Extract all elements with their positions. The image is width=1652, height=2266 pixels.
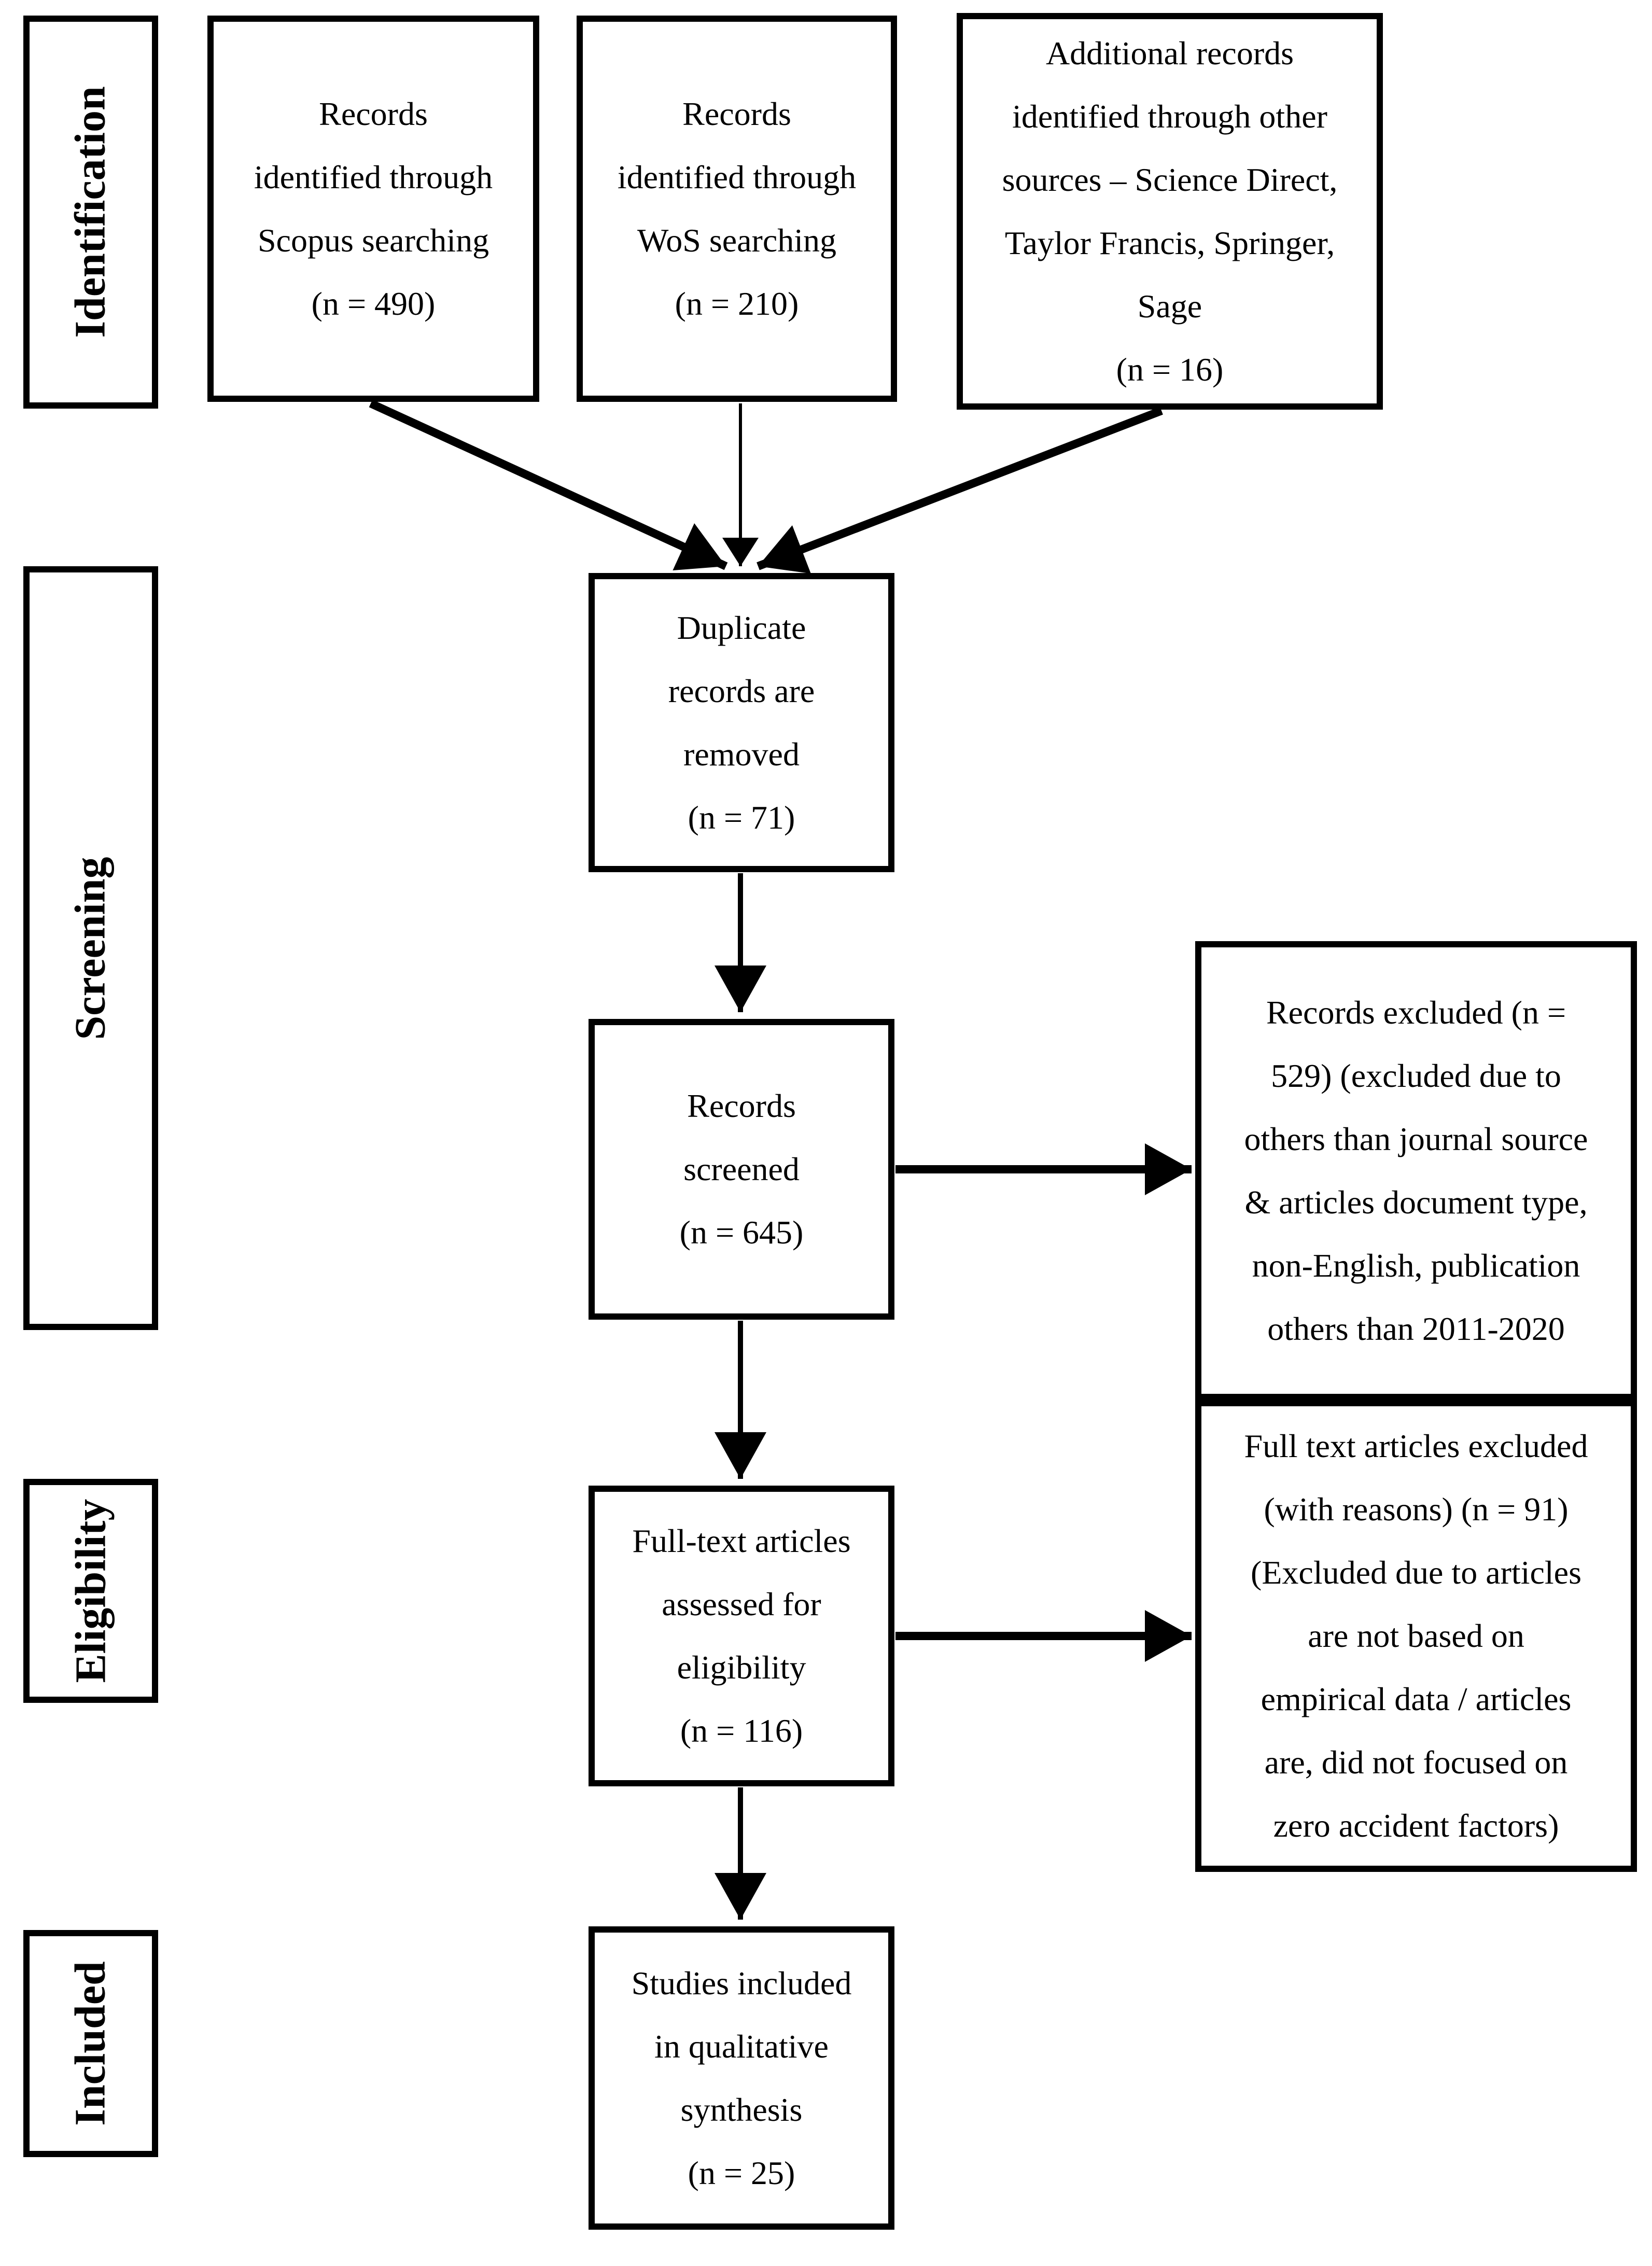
stage-label-eligibility-text: Eligibility (66, 1499, 115, 1683)
arrow-scopus-to-duplicates (369, 399, 728, 570)
flow-box-records-screened-text: Records screened (n = 645) (679, 1087, 804, 1251)
flow-box-records-excluded: Records excluded (n = 529) (excluded due… (1195, 941, 1637, 1400)
stage-label-identification: Identification (23, 16, 158, 409)
flow-box-scopus-records-text: Records identified through Scopus search… (254, 95, 493, 322)
flow-box-other-sources-records-text: Additional records identified through ot… (1002, 34, 1338, 388)
flow-box-fulltext-excluded: Full text articles excluded (with reason… (1195, 1400, 1637, 1872)
flow-box-duplicates-removed: Duplicate records are removed (n = 71) (589, 573, 894, 872)
stage-label-screening: Screening (23, 566, 158, 1330)
stage-label-included: Included (23, 1930, 158, 2157)
flow-box-fulltext-assessed-text: Full-text articles assessed for eligibil… (632, 1522, 851, 1749)
flow-box-wos-records: Records identified through WoS searching… (577, 16, 897, 402)
flow-box-scopus-records: Records identified through Scopus search… (207, 16, 539, 402)
flow-box-studies-included-text: Studies included in qualitative synthesi… (631, 1964, 852, 2191)
flow-box-fulltext-assessed: Full-text articles assessed for eligibil… (589, 1486, 894, 1786)
flow-box-studies-included: Studies included in qualitative synthesi… (589, 1926, 894, 2230)
arrow-other-sources-to-duplicates (757, 407, 1163, 574)
flow-box-records-screened: Records screened (n = 645) (589, 1019, 894, 1320)
flow-box-fulltext-excluded-text: Full text articles excluded (with reason… (1244, 1428, 1588, 1844)
flow-box-other-sources-records: Additional records identified through ot… (957, 13, 1383, 410)
stage-label-screening-text: Screening (66, 856, 115, 1040)
flow-box-wos-records-text: Records identified through WoS searching… (617, 95, 857, 322)
stage-label-identification-text: Identification (66, 86, 115, 338)
stage-label-eligibility: Eligibility (23, 1479, 158, 1703)
flow-box-duplicates-removed-text: Duplicate records are removed (n = 71) (668, 609, 815, 836)
stage-label-included-text: Included (66, 1961, 115, 2126)
flow-box-records-excluded-text: Records excluded (n = 529) (excluded due… (1244, 994, 1588, 1347)
